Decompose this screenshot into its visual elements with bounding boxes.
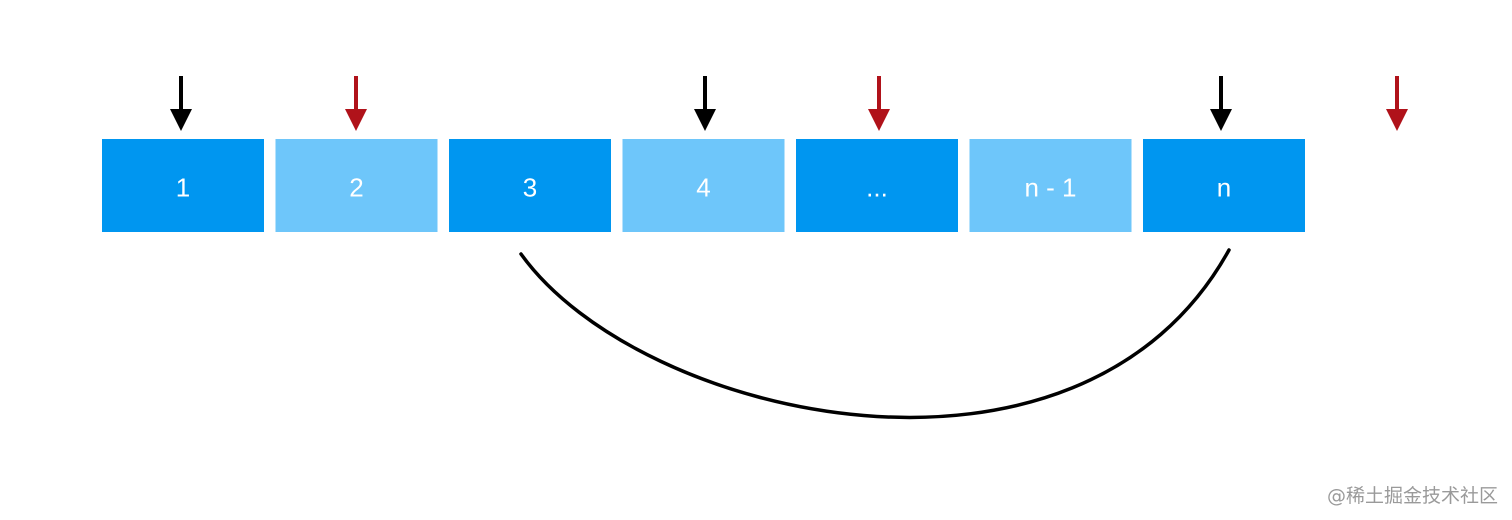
- cell-label: 3: [523, 173, 537, 203]
- array-cells: 1 2 3 4... n - 1 n: [102, 139, 1305, 232]
- cell-label: n - 1: [1024, 173, 1076, 203]
- red-down-arrow-icon: [1386, 76, 1408, 131]
- black-down-arrow-icon: [1210, 76, 1232, 131]
- watermark-text: @稀土掘金技术社区: [1326, 485, 1498, 507]
- array-cell: 1: [102, 139, 264, 232]
- cell-label: n: [1217, 173, 1231, 203]
- array-cell: 4: [622, 139, 785, 232]
- array-cell: 3: [449, 139, 611, 232]
- cell-box: [622, 139, 785, 232]
- black-down-arrow-icon: [170, 76, 192, 131]
- array-cell: n - 1: [969, 139, 1132, 232]
- cell-box: [449, 139, 611, 232]
- array-cell: 2: [275, 139, 438, 232]
- cell-label: 2: [349, 173, 363, 203]
- arrow-head: [345, 109, 367, 131]
- arrow-head: [170, 109, 192, 131]
- cell-label: 4: [696, 173, 710, 203]
- cell-box: [102, 139, 264, 232]
- cell-box: [969, 139, 1132, 232]
- red-down-arrow-icon: [868, 76, 890, 131]
- connector-arc-3-to-n: [519, 248, 1231, 420]
- cell-label: ...: [866, 173, 888, 203]
- red-down-arrow-icon: [345, 76, 367, 131]
- array-cell: ...: [796, 139, 958, 232]
- cell-box: [275, 139, 438, 232]
- cell-box: [796, 139, 958, 232]
- cell-box: [1143, 139, 1305, 232]
- arrow-head: [1386, 109, 1408, 131]
- arrow-head: [694, 109, 716, 131]
- arrow-head: [868, 109, 890, 131]
- pointer-arrows: [170, 76, 1408, 131]
- black-down-arrow-icon: [694, 76, 716, 131]
- cell-label: 1: [176, 173, 190, 203]
- array-cell: n: [1143, 139, 1305, 232]
- arrow-head: [1210, 109, 1232, 131]
